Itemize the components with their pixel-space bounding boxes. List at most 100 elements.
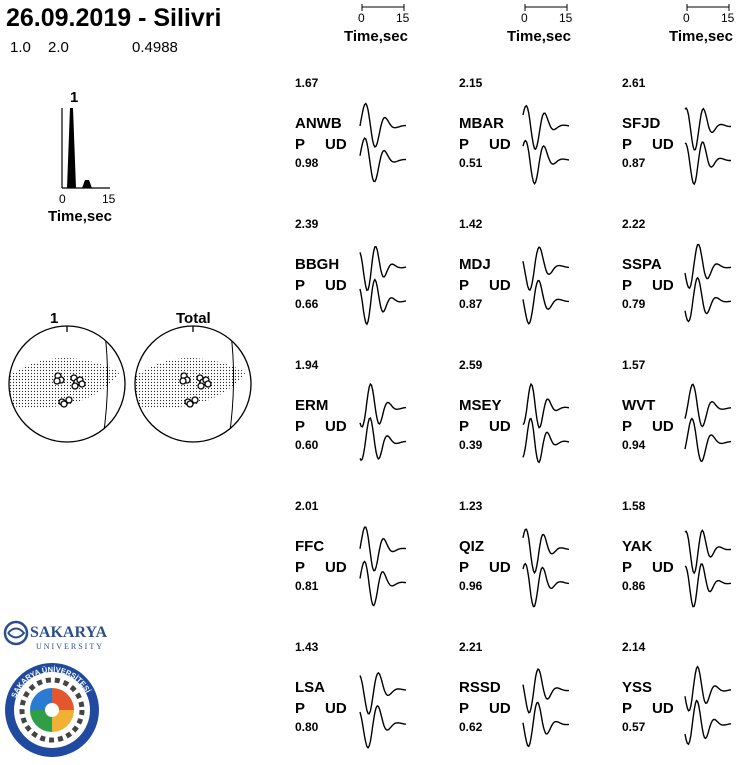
mechanism-1-beachball: [8, 325, 126, 443]
synthetic-waveform: [684, 141, 731, 186]
sakarya-logo-text: SAKARYA: [30, 624, 108, 641]
station-ratio: 0.86: [622, 579, 646, 593]
station-phase: P: [459, 136, 469, 153]
observed-waveform: [359, 102, 407, 149]
stf-xlabel: Time,sec: [48, 208, 112, 225]
time-axis-tick-0: 0: [358, 11, 365, 25]
station-phase: P: [622, 559, 632, 576]
station-phase: P: [622, 277, 632, 294]
station-component: UD: [652, 700, 674, 717]
station-max-amplitude: 2.15: [459, 76, 483, 90]
station-name: LSA: [295, 679, 325, 696]
station-name: MDJ: [459, 256, 491, 273]
synthetic-waveform: [684, 417, 732, 463]
station-component: UD: [325, 136, 347, 153]
station-max-amplitude: 1.43: [295, 640, 319, 654]
synthetic-waveform: [522, 279, 570, 325]
station-ratio: 0.98: [295, 156, 319, 170]
synthetic-waveform: [359, 137, 406, 183]
synthetic-waveform: [684, 699, 732, 746]
station-component: UD: [652, 418, 674, 435]
station-phase: P: [622, 136, 632, 153]
station-polarity-marker: [204, 380, 212, 388]
source-time-function: 1 0 15 Time,sec: [48, 89, 116, 225]
station-name: MSEY: [459, 397, 502, 414]
observed-waveform: [359, 671, 407, 715]
sakarya-seal-logo: SAKARYA ÜNİVERSİTESİ: [5, 663, 99, 757]
station-component: UD: [489, 418, 511, 435]
synthetic-waveform: [359, 417, 407, 462]
station-name: SFJD: [622, 115, 661, 132]
gear-icon: [19, 677, 85, 743]
station-component: UD: [652, 277, 674, 294]
station-polarity-marker: [197, 382, 205, 390]
station-phase: P: [459, 559, 469, 576]
station-polarity-marker: [78, 380, 86, 388]
synthetic-waveform: [359, 278, 407, 326]
station-component: UD: [652, 136, 674, 153]
station-max-amplitude: 2.59: [459, 358, 483, 372]
observed-waveform: [684, 106, 731, 151]
station-ratio: 0.57: [622, 720, 646, 734]
station-ratio: 0.51: [459, 156, 483, 170]
station-ratio: 0.94: [622, 438, 646, 452]
station-phase: P: [295, 418, 305, 435]
station-polarity-marker: [179, 377, 187, 385]
station-ratio: 0.80: [295, 720, 319, 734]
observed-waveform: [522, 528, 570, 575]
station-component: UD: [325, 418, 347, 435]
observed-waveform: [359, 382, 407, 428]
station-component: UD: [325, 277, 347, 294]
observed-waveform: [522, 382, 570, 429]
param-1: 1.0: [10, 39, 31, 56]
station-phase: P: [295, 136, 305, 153]
station-name: ANWB: [295, 115, 342, 132]
station-max-amplitude: 1.94: [295, 358, 319, 372]
compressional-quadrant: [135, 357, 246, 408]
station-max-amplitude: 1.23: [459, 499, 483, 513]
synthetic-waveform: [684, 276, 732, 323]
station-phase: P: [295, 559, 305, 576]
sakarya-logo-subtext: UNIVERSITY: [36, 642, 104, 651]
station-phase: P: [622, 700, 632, 717]
station-polarity-marker: [71, 382, 79, 390]
station-ratio: 0.87: [459, 297, 483, 311]
station-max-amplitude: 1.67: [295, 76, 319, 90]
station-component: UD: [652, 559, 674, 576]
station-max-amplitude: 2.14: [622, 640, 646, 654]
observed-waveform: [522, 668, 570, 714]
synthetic-waveform: [522, 417, 570, 464]
station-component: UD: [325, 700, 347, 717]
station-max-amplitude: 1.57: [622, 358, 646, 372]
synthetic-waveform: [522, 562, 570, 608]
compressional-quadrant: [9, 357, 120, 408]
station-ratio: 0.87: [622, 156, 646, 170]
stf-tick-0: 0: [59, 192, 66, 206]
station-polarity-marker: [65, 396, 73, 404]
synthetic-waveform: [684, 563, 732, 608]
observed-waveform: [684, 665, 732, 712]
station-ratio: 0.66: [295, 297, 319, 311]
station-max-amplitude: 2.61: [622, 76, 646, 90]
station-name: SSPA: [622, 256, 662, 273]
mechanism-label-total: Total: [176, 310, 211, 327]
station-polarity-marker: [53, 377, 61, 385]
sakarya-university-logo: SAKARYA UNIVERSITY: [3, 620, 108, 651]
station-polarity-marker: [191, 396, 199, 404]
station-ratio: 0.60: [295, 438, 319, 452]
time-axis-label: Time,sec: [507, 28, 571, 45]
observed-waveform: [522, 104, 570, 151]
station-ratio: 0.79: [622, 297, 646, 311]
station-phase: P: [622, 418, 632, 435]
station-max-amplitude: 1.42: [459, 217, 483, 231]
station-max-amplitude: 2.22: [622, 217, 646, 231]
